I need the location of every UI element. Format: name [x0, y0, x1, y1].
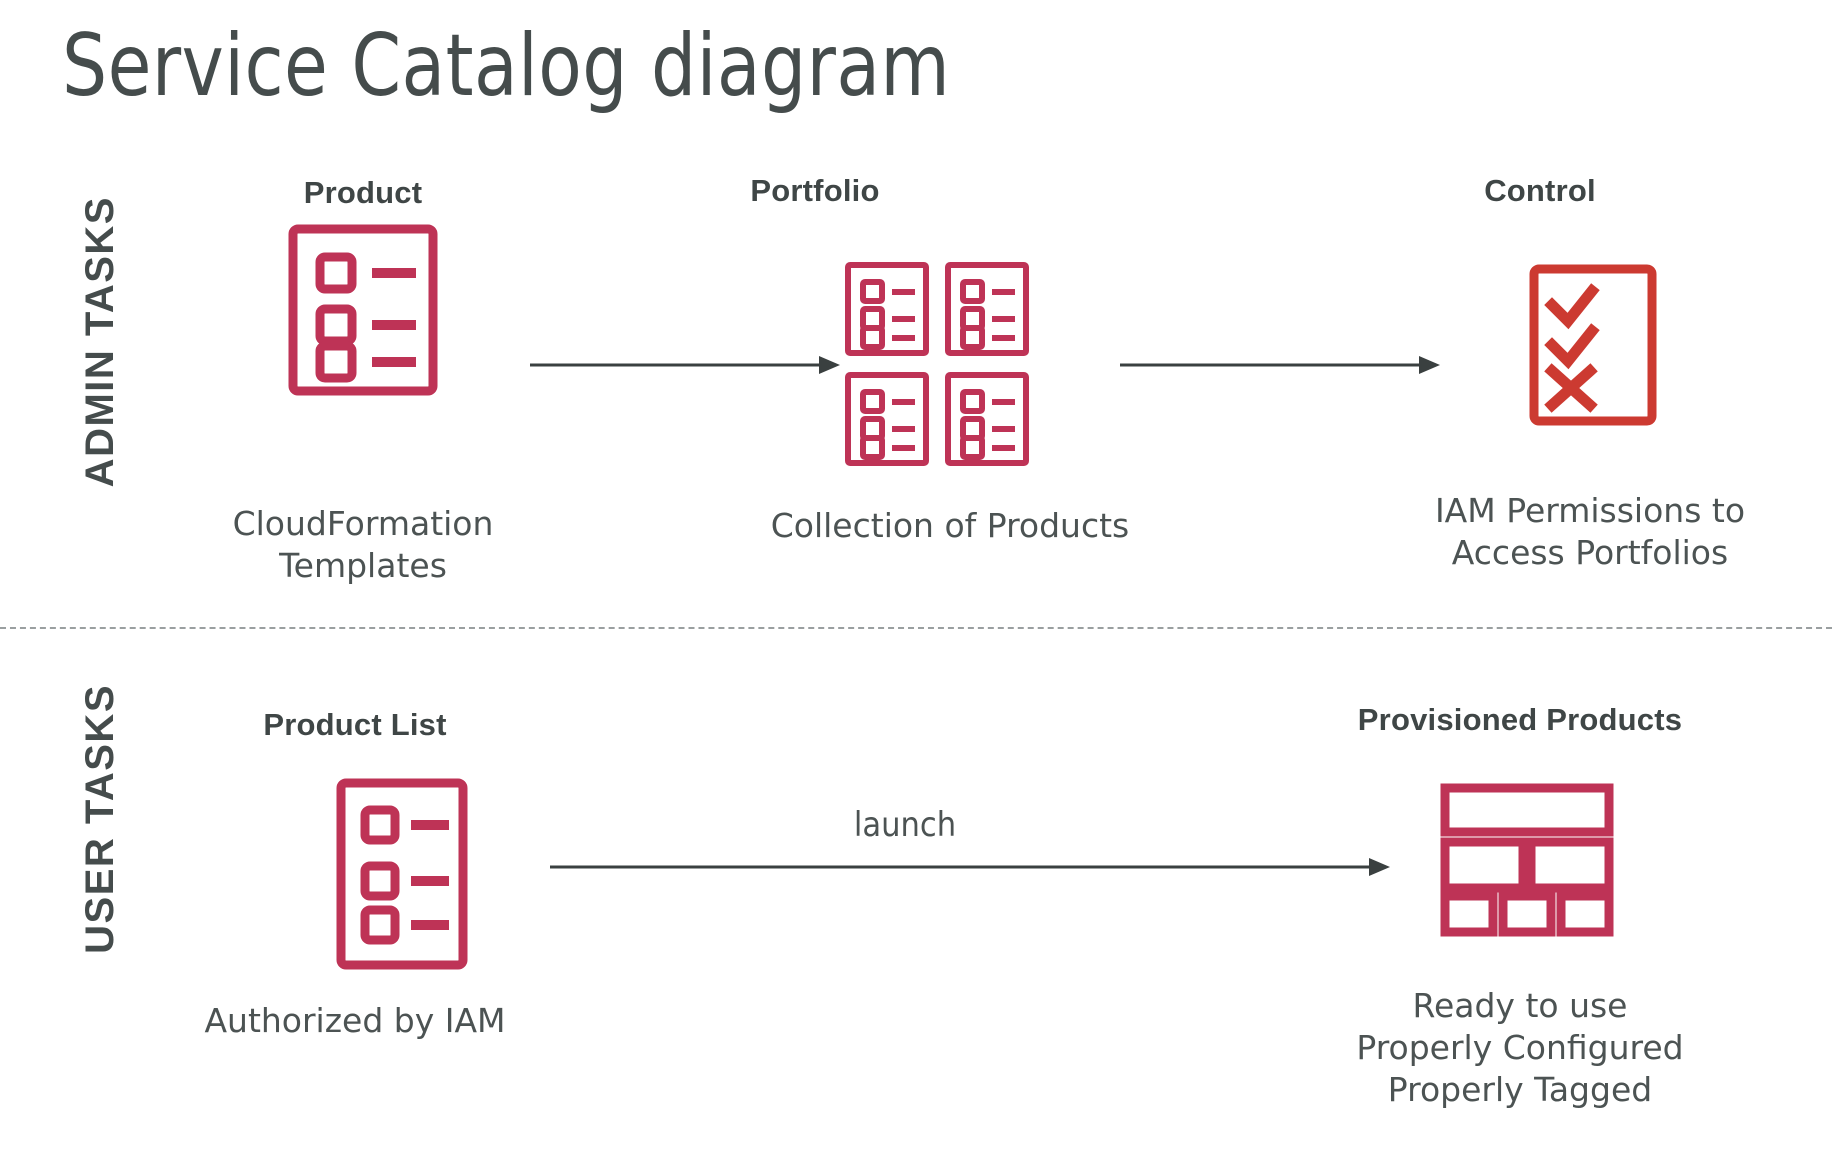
caption-line: Collection of Products	[770, 506, 1130, 545]
node-title-product: Product	[303, 175, 423, 210]
provisioned-blocks-icon	[1440, 783, 1614, 937]
page-title: Service Catalog diagram	[62, 16, 951, 116]
node-caption-portfolio: Collection of Products	[700, 505, 1200, 547]
band-label-user-tasks: USER TASKS	[78, 684, 122, 954]
edge-label-launch: launch	[853, 805, 957, 845]
node-caption-provisioned-products: Ready to use Properly Configured Properl…	[1280, 985, 1760, 1112]
node-title-portfolio: Portfolio	[750, 173, 880, 208]
node-caption-control: IAM Permissions to Access Portfolios	[1380, 490, 1800, 574]
node-title-provisioned-products: Provisioned Products	[1357, 702, 1683, 737]
product-list-document-icon	[288, 224, 438, 396]
caption-line: Ready to use	[1412, 986, 1628, 1025]
caption-line: Authorized by IAM	[204, 1001, 506, 1040]
caption-line: Access Portfolios	[1451, 533, 1729, 573]
portfolio-grid-icon	[845, 262, 1055, 472]
node-caption-product: CloudFormation Templates	[178, 503, 548, 587]
node-caption-product-list: Authorized by IAM	[170, 1000, 540, 1042]
node-title-control: Control	[1484, 173, 1596, 208]
caption-line: Properly Configured	[1356, 1028, 1684, 1068]
arrow-product-to-portfolio	[530, 353, 840, 377]
checklist-approval-icon	[1529, 264, 1657, 426]
node-title-product-list: Product List	[263, 707, 447, 742]
arrow-portfolio-to-control	[1120, 353, 1440, 377]
caption-line: Templates	[279, 546, 447, 586]
caption-line: CloudFormation	[232, 504, 494, 543]
band-divider	[0, 627, 1832, 629]
caption-line: IAM Permissions to	[1434, 491, 1746, 530]
caption-line: Properly Tagged	[1387, 1070, 1653, 1110]
band-label-admin-tasks: ADMIN TASKS	[78, 196, 122, 488]
product-list-document-icon	[336, 778, 468, 970]
arrow-productlist-to-provisioned	[550, 855, 1390, 879]
